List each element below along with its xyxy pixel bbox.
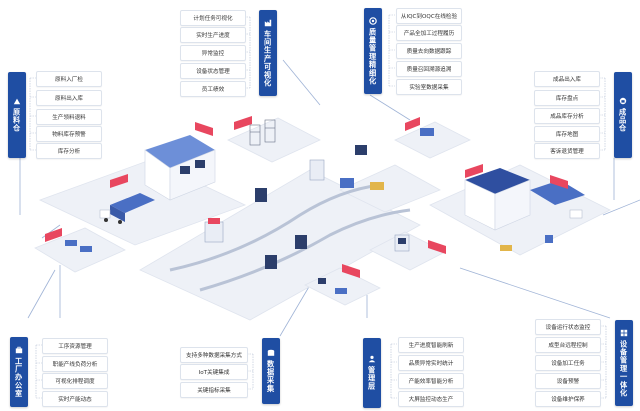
flag-label bbox=[405, 117, 420, 131]
list-item[interactable]: 实验室数据采集 bbox=[396, 79, 462, 95]
briefcase-icon bbox=[15, 346, 23, 354]
conveyor-belt bbox=[169, 183, 381, 272]
category-quality[interactable]: 质量管理精细化 bbox=[364, 8, 382, 94]
shelf-platform bbox=[227, 117, 321, 163]
list-item[interactable]: 质量召回溯源追溯 bbox=[396, 61, 462, 77]
shelf-illustration bbox=[249, 119, 276, 146]
box-icon bbox=[619, 97, 627, 105]
list-item[interactable]: 成品出入库 bbox=[534, 71, 600, 87]
list-item[interactable]: 产能效率智能分析 bbox=[398, 373, 464, 389]
category-finished-warehouse[interactable]: 成品仓 bbox=[614, 72, 632, 158]
list-item[interactable]: 员工绩效 bbox=[180, 81, 246, 97]
category-title: 数据采集 bbox=[266, 360, 276, 393]
list-item[interactable]: 原料出入库 bbox=[36, 90, 102, 106]
category-title: 工厂办公室 bbox=[14, 357, 24, 398]
list-item[interactable]: 职能产线负荷分析 bbox=[42, 356, 108, 372]
list-item[interactable]: IoT关键集成 bbox=[180, 364, 248, 380]
production-line-platform bbox=[139, 169, 421, 321]
category-factory-office[interactable]: 工厂办公室 bbox=[10, 337, 28, 407]
management-platform bbox=[304, 267, 381, 306]
finished-warehouse-building bbox=[464, 168, 585, 251]
list-item[interactable]: 质量去向数据跟踪 bbox=[396, 43, 462, 59]
database-icon bbox=[267, 349, 275, 356]
flag-label bbox=[465, 164, 483, 178]
list-item[interactable]: 可视化排程调度 bbox=[42, 373, 108, 389]
list-item[interactable]: 实时生产进度 bbox=[180, 27, 246, 43]
machine-illustration bbox=[204, 145, 384, 269]
shield-icon bbox=[369, 16, 377, 25]
list-item[interactable]: 原料入厂检 bbox=[36, 71, 102, 87]
category-title: 设备管理一体化 bbox=[619, 339, 629, 398]
list-item[interactable]: 大屏监控动态生产 bbox=[398, 391, 464, 407]
grid-icon bbox=[620, 329, 628, 336]
warehouse-icon bbox=[13, 98, 21, 105]
flag-label bbox=[428, 240, 446, 254]
list-item[interactable]: 工序资源管理 bbox=[42, 338, 108, 354]
list-item[interactable]: 库存地图 bbox=[534, 126, 600, 142]
category-management[interactable]: 管理层 bbox=[363, 338, 381, 408]
factory-icon bbox=[264, 19, 272, 26]
list-item[interactable]: 从IQC到OQC在线检验 bbox=[396, 8, 462, 24]
flag-label bbox=[234, 116, 252, 130]
flag-label bbox=[195, 122, 213, 136]
flag-label bbox=[45, 228, 62, 242]
flag-label bbox=[550, 175, 568, 189]
category-title: 车间生产可视化 bbox=[263, 29, 273, 88]
list-item[interactable]: 支持多种数据采集方式 bbox=[180, 347, 248, 363]
list-item[interactable]: 关键指标采集 bbox=[180, 382, 248, 398]
list-item[interactable]: 生产领料退料 bbox=[36, 109, 102, 125]
list-item[interactable]: 实时产能动态 bbox=[42, 391, 108, 407]
quality-desk bbox=[420, 128, 434, 136]
list-item[interactable]: 生产进度智能刷新 bbox=[398, 337, 464, 353]
category-title: 质量管理精细化 bbox=[368, 27, 378, 86]
list-item[interactable]: 计划任务可视化 bbox=[180, 10, 246, 26]
list-item[interactable]: 异常监控 bbox=[180, 45, 246, 61]
office-desk bbox=[80, 246, 92, 252]
category-title: 原料仓 bbox=[12, 108, 22, 133]
category-title: 管理层 bbox=[367, 366, 377, 391]
raw-warehouse-building bbox=[144, 135, 216, 201]
list-item[interactable]: 成品库存分析 bbox=[534, 108, 600, 124]
list-item[interactable]: 设备预警 bbox=[535, 373, 601, 389]
user-icon bbox=[368, 355, 376, 363]
flag-label bbox=[342, 264, 360, 278]
list-item[interactable]: 产品全加工过程履历 bbox=[396, 25, 462, 41]
category-workshop-visual[interactable]: 车间生产可视化 bbox=[259, 10, 277, 96]
pallet-platform bbox=[339, 164, 441, 213]
office-desk bbox=[65, 240, 77, 246]
category-equipment[interactable]: 设备管理一体化 bbox=[615, 320, 633, 406]
category-data-collection[interactable]: 数据采集 bbox=[262, 338, 280, 404]
list-item[interactable]: 成型台远程控制 bbox=[535, 337, 601, 353]
conveyor-belt bbox=[199, 208, 411, 292]
list-item[interactable]: 库存分析 bbox=[36, 143, 102, 159]
list-item[interactable]: 客诉退货管理 bbox=[534, 143, 600, 159]
category-title: 成品仓 bbox=[618, 108, 628, 133]
list-item[interactable]: 物料库存预警 bbox=[36, 126, 102, 142]
category-raw-warehouse[interactable]: 原料仓 bbox=[8, 72, 26, 158]
flag-label bbox=[110, 174, 128, 188]
list-item[interactable]: 品质异常实时统计 bbox=[398, 355, 464, 371]
truck-illustration bbox=[99, 193, 155, 224]
list-item[interactable]: 设备加工任务 bbox=[535, 355, 601, 371]
list-item[interactable]: 设备维护保养 bbox=[535, 391, 601, 407]
list-item[interactable]: 设备状态管理 bbox=[180, 63, 246, 79]
list-item[interactable]: 库存盘点 bbox=[534, 90, 600, 106]
list-item[interactable]: 设备运行状态监控 bbox=[535, 319, 601, 335]
management-desk bbox=[335, 288, 347, 294]
